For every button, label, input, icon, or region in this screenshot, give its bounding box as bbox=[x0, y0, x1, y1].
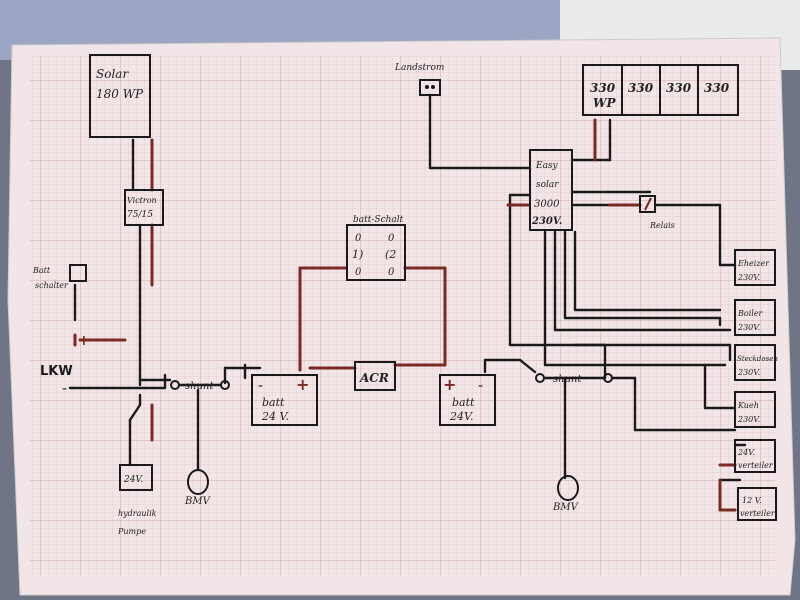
array-unit: WP bbox=[593, 96, 616, 110]
output-4: Kueh 230V. bbox=[734, 391, 776, 428]
land-power-label: Landstrom bbox=[394, 63, 444, 73]
bmv-left: BMV bbox=[184, 469, 212, 507]
solar-array: 330 330 330 330 WP bbox=[582, 64, 739, 116]
graph-grid bbox=[30, 55, 775, 575]
easy-solar-line2: solar bbox=[536, 180, 559, 190]
output-1: Eheizer 230V. bbox=[734, 249, 776, 286]
solar-panel-180wp: Solar 180 WP bbox=[89, 54, 151, 138]
battery-right-minus: - bbox=[478, 378, 483, 394]
switch-right-bot: 0 bbox=[388, 267, 395, 278]
bmv-right-label: BMV bbox=[552, 502, 580, 513]
array-panel-1: 330 bbox=[590, 81, 616, 95]
solar-panel-line1: Solar bbox=[96, 67, 129, 81]
relay-label: Relais bbox=[649, 221, 675, 230]
output-2-line2: 230V. bbox=[737, 323, 760, 332]
socket-icon bbox=[425, 85, 429, 89]
small-switch-line1: Batt bbox=[32, 266, 51, 275]
land-power-socket: Landstrom bbox=[394, 63, 444, 96]
victron-line2: 75/15 bbox=[127, 210, 153, 220]
array-panel-4: 330 bbox=[704, 81, 730, 95]
victron-line1: Victron bbox=[127, 196, 157, 205]
lkw-plus: + bbox=[78, 333, 90, 349]
output-2: Boiler 230V. bbox=[734, 299, 776, 336]
array-panel-2: 330 bbox=[628, 81, 654, 95]
shunt-right: shunt bbox=[535, 373, 613, 385]
switch-right-top: 0 bbox=[388, 233, 395, 244]
switch-left-bot: 0 bbox=[355, 267, 362, 278]
battery-switch-small: Batt schalter bbox=[32, 264, 87, 290]
hydraulic-box-label: 24V. bbox=[123, 475, 143, 485]
victron-controller: Victron 75/15 bbox=[124, 189, 164, 226]
output-5: 24V. verteiler bbox=[734, 439, 776, 473]
black-wires bbox=[68, 93, 747, 482]
battery-right: + - batt 24V. bbox=[439, 374, 496, 426]
battery-left-line1: batt bbox=[262, 396, 285, 409]
relay: Relais bbox=[639, 195, 675, 230]
solar-panel-line2: 180 WP bbox=[96, 87, 144, 101]
output-4-line1: Kueh bbox=[737, 401, 759, 410]
output-6-line1: 12 V. bbox=[742, 496, 762, 505]
shunt-left-label: shunt bbox=[185, 381, 214, 392]
battery-right-line2: 24V. bbox=[449, 410, 474, 423]
small-switch-line2: schalter bbox=[35, 281, 69, 290]
output-6: 12 V. verteiler bbox=[737, 487, 777, 521]
output-3-line1: Steckdosen bbox=[737, 355, 778, 363]
acr-label: ACR bbox=[359, 371, 389, 385]
lkw-label: LKW bbox=[40, 364, 73, 379]
bmv-left-label: BMV bbox=[184, 496, 212, 507]
output-2-line1: Boiler bbox=[737, 309, 764, 318]
easy-solar-line1: Easy bbox=[535, 161, 559, 171]
output-1-line2: 230V. bbox=[737, 273, 760, 282]
lkw-minus: - bbox=[62, 381, 67, 397]
switch-left-mid: 1) bbox=[352, 248, 363, 261]
battery-switch-title: batt-Schalt bbox=[353, 215, 404, 225]
output-3-line2: 230V. bbox=[737, 368, 760, 377]
battery-left: + - batt 24 V. bbox=[251, 374, 318, 426]
battery-right-line1: batt bbox=[452, 396, 475, 409]
easy-solar-line3: 3000 bbox=[534, 199, 560, 210]
switch-left-top: 0 bbox=[355, 233, 362, 244]
battery-right-plus: + bbox=[443, 375, 456, 394]
battery-left-minus: - bbox=[258, 378, 263, 394]
output-6-line2: verteiler bbox=[740, 509, 776, 518]
output-4-line2: 230V. bbox=[737, 415, 760, 424]
switch-right-mid: (2 bbox=[385, 248, 396, 261]
array-panel-3: 330 bbox=[666, 81, 692, 95]
battery-left-line2: 24 V. bbox=[261, 410, 289, 423]
battery-left-plus: + bbox=[296, 375, 309, 394]
output-1-line1: Eheizer bbox=[737, 259, 770, 268]
shunt-right-label: shunt bbox=[553, 374, 582, 385]
output-3: Steckdosen 230V. bbox=[734, 344, 778, 381]
output-5-line2: verteiler bbox=[738, 461, 774, 470]
shunt-left: shunt bbox=[170, 380, 230, 392]
output-5-line1: 24V. bbox=[737, 448, 755, 457]
hydraulic-line2: Pumpe bbox=[117, 527, 146, 536]
battery-switch: batt-Schalt 0 1) 0 0 (2 0 bbox=[346, 215, 406, 281]
easy-solar-line4: 230V. bbox=[531, 216, 562, 227]
acr-relay: ACR bbox=[354, 361, 396, 391]
easy-solar-inverter: Easy solar 3000 230V. bbox=[529, 149, 573, 231]
hydraulic-line1: hydraulik bbox=[118, 509, 157, 518]
bmv-right: BMV bbox=[552, 475, 580, 513]
red-wires bbox=[73, 118, 737, 512]
hydraulic-pump: 24V. hydraulik Pumpe bbox=[117, 464, 157, 536]
